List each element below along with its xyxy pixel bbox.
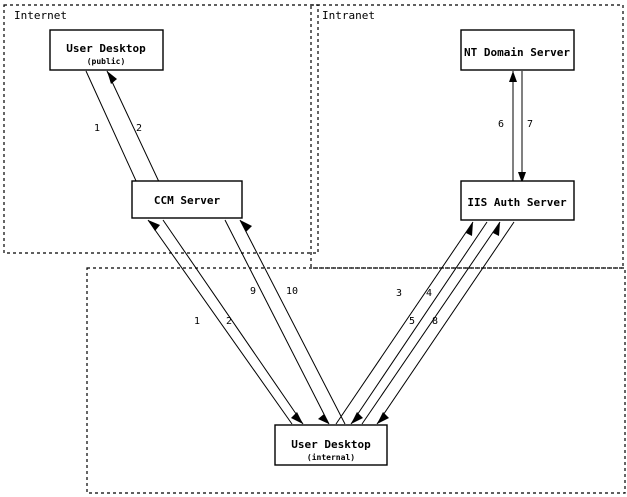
zone-intranet-label: Intranet — [322, 9, 375, 22]
edge-label-8: 8 — [432, 316, 438, 327]
arrow-head-step-4 — [351, 412, 363, 424]
arrow-head-ccm-outbound-a — [291, 412, 303, 424]
node-iis-auth-server[interactable]: IIS Auth Server — [460, 180, 575, 221]
node-user-desktop-public-subtitle: (public) — [87, 56, 126, 66]
zone-intranet-boundary — [310, 4, 624, 269]
node-user-desktop-public[interactable]: User Desktop (public) — [49, 29, 164, 71]
flow-line-step-5 — [361, 221, 501, 425]
edge-label-2-public: 2 — [136, 123, 142, 134]
edge-label-7: 7 — [527, 119, 533, 130]
edge-labels: 1 2 6 7 9 10 1 2 3 4 5 8 — [94, 119, 533, 327]
arrow-head-step-6 — [509, 71, 517, 82]
node-ccm-server-title: CCM Server — [154, 194, 221, 207]
edge-label-6: 6 — [498, 119, 504, 130]
node-iis-auth-server-title: IIS Auth Server — [467, 196, 567, 209]
flow-line-step-4 — [350, 221, 488, 425]
node-nt-domain-server-title: NT Domain Server — [464, 46, 570, 59]
node-user-desktop-internal-subtitle: (internal) — [307, 452, 355, 462]
zone-intranet: Intranet — [310, 4, 624, 269]
flow-iis-internal-desktop-outer — [335, 221, 488, 425]
edge-label-9: 9 — [250, 286, 256, 297]
zone-internet-boundary — [3, 4, 319, 254]
flow-ccm-internal-desktop-right — [224, 219, 346, 425]
arrow-head-step-8 — [377, 412, 389, 424]
node-user-desktop-internal-box[interactable] — [274, 424, 388, 466]
node-ccm-server-box[interactable] — [131, 180, 243, 219]
edge-label-10: 10 — [286, 286, 298, 297]
edge-label-5: 5 — [409, 316, 415, 327]
arrow-head-step-2 — [107, 71, 117, 84]
arrow-head-step-5 — [493, 222, 500, 236]
edge-label-1-public: 1 — [94, 123, 100, 134]
zone-internal — [86, 267, 626, 494]
edge-label-3: 3 — [396, 288, 402, 299]
flow-nt-domain-iis — [509, 71, 526, 183]
arrow-head-step-10 — [240, 220, 252, 232]
edge-label-4: 4 — [426, 288, 432, 299]
node-user-desktop-internal-title: User Desktop — [291, 438, 371, 451]
arrow-head-step-9 — [318, 414, 329, 424]
node-user-desktop-public-title: User Desktop — [66, 42, 146, 55]
node-nt-domain-server-box[interactable] — [460, 29, 575, 71]
arrow-head-step-3 — [466, 222, 473, 236]
node-user-desktop-internal[interactable]: User Desktop (internal) — [274, 424, 388, 466]
flow-line-step-9 — [224, 219, 330, 425]
flow-iis-internal-desktop-inner — [361, 221, 515, 425]
flow-ccm-internal-desktop-left — [147, 219, 304, 425]
flow-line-ccm-outbound-a — [162, 219, 304, 425]
node-user-desktop-public-box[interactable] — [49, 29, 164, 71]
node-iis-auth-server-box[interactable] — [460, 180, 575, 221]
edge-label-2-internal: 2 — [226, 316, 232, 327]
flow-line-ccm-inbound-a — [147, 219, 293, 425]
zone-internal-boundary — [86, 267, 626, 494]
flow-line-step-8 — [376, 221, 515, 425]
zone-internet: Internet — [3, 4, 319, 254]
arrow-head-step-7 — [518, 172, 526, 183]
zone-internet-label: Internet — [14, 9, 67, 22]
edge-label-1-internal: 1 — [194, 316, 200, 327]
flow-line-step-3 — [335, 221, 474, 425]
node-ccm-server[interactable]: CCM Server — [131, 180, 243, 219]
arrow-head-ccm-inbound-a — [148, 220, 160, 231]
flow-line-step-10 — [239, 219, 346, 425]
node-nt-domain-server[interactable]: NT Domain Server — [460, 29, 575, 71]
